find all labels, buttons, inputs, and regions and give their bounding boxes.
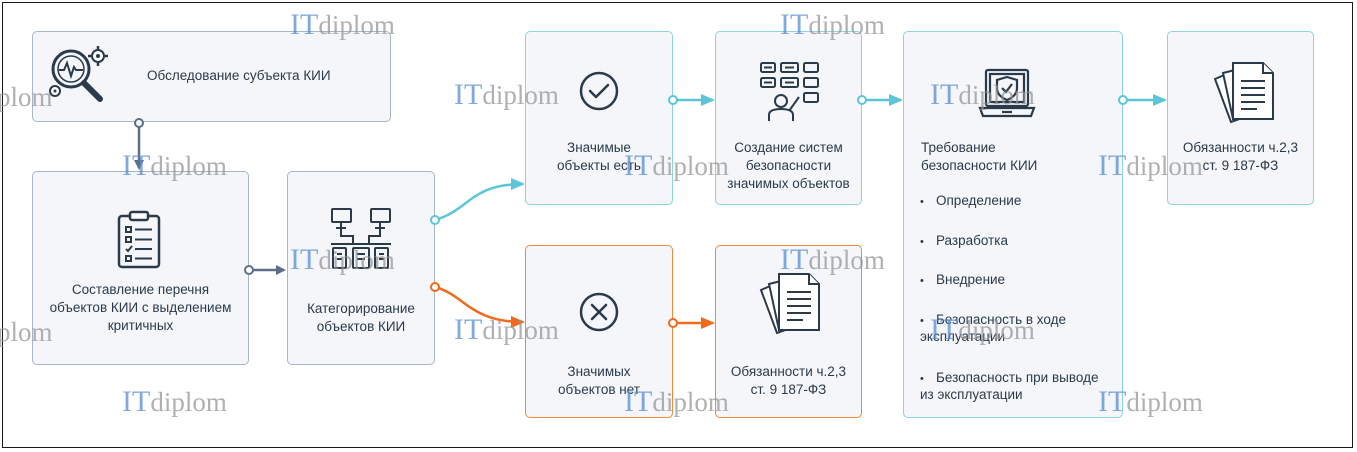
significant-yes-line1: Значимые bbox=[567, 140, 631, 155]
duties-upper-line2: ст. 9 187-ФЗ bbox=[1202, 158, 1279, 173]
create-security-box bbox=[715, 31, 862, 205]
connector-categorize-to-yes bbox=[430, 178, 525, 225]
requirements-item: •Безопасность при выводе bbox=[920, 370, 1099, 385]
documents-icon bbox=[759, 273, 820, 335]
survey-label: Обследование субъекта КИИ bbox=[147, 68, 331, 83]
documents-icon bbox=[1213, 62, 1274, 124]
list-label-line3: критичных bbox=[107, 318, 174, 333]
requirements-item: •Внедрение bbox=[920, 272, 1006, 287]
cross-circle-icon bbox=[579, 292, 619, 332]
connector-no-to-duties bbox=[668, 317, 715, 329]
significant-no-line1: Значимых bbox=[567, 364, 631, 379]
requirements-item-continuation: эксплуатации bbox=[920, 329, 1006, 344]
person-dashboard-icon bbox=[760, 62, 819, 121]
categorize-label-line2: объектов КИИ bbox=[316, 319, 406, 334]
magnifier-gear-icon bbox=[49, 46, 108, 102]
list-label-line1: Составление перечня bbox=[71, 282, 210, 297]
duties-upper-line1: Обязанности ч.2,3 bbox=[1182, 140, 1299, 155]
create-security-line1: Создание систем bbox=[734, 140, 843, 155]
significant-yes-box bbox=[525, 31, 673, 205]
list-label-line2: объектов КИИ с выделением bbox=[49, 300, 232, 315]
survey-box bbox=[32, 31, 391, 122]
requirements-box bbox=[903, 31, 1123, 418]
significant-yes-line2: объекты есть bbox=[557, 158, 641, 173]
create-security-line3: значимых объектов bbox=[727, 176, 850, 191]
requirements-item: •Разработка bbox=[920, 233, 1008, 248]
connector-survey-to-list bbox=[134, 118, 144, 170]
connector-yes-to-create bbox=[668, 94, 715, 106]
categorize-label-line1: Категорирование bbox=[307, 301, 415, 316]
connector-categorize-to-no bbox=[430, 282, 525, 328]
laptop-shield-icon bbox=[978, 68, 1036, 118]
requirements-title-line1: Требование bbox=[921, 140, 996, 155]
duties-lower-line2: ст. 9 187-ФЗ bbox=[750, 382, 827, 397]
requirements-item: •Определение bbox=[920, 193, 1022, 208]
connector-requirements-to-duties bbox=[1118, 94, 1167, 106]
computer-network-icon bbox=[331, 208, 391, 269]
significant-no-box bbox=[525, 245, 673, 418]
clipboard-checklist-icon bbox=[117, 210, 161, 269]
duties-lower-line1: Обязанности ч.2,3 bbox=[730, 364, 847, 379]
requirements-title-line2: безопасности КИИ bbox=[921, 158, 1038, 173]
connector-create-to-requirements bbox=[857, 94, 903, 106]
requirements-item: •Безопасность в ходе bbox=[920, 312, 1066, 327]
check-circle-icon bbox=[579, 71, 619, 111]
requirements-item-continuation: из эксплуатации bbox=[920, 387, 1023, 402]
connector-list-to-categorize bbox=[244, 265, 286, 275]
create-security-line2: безопасности bbox=[745, 158, 832, 173]
significant-no-line2: объектов нет bbox=[558, 382, 640, 397]
